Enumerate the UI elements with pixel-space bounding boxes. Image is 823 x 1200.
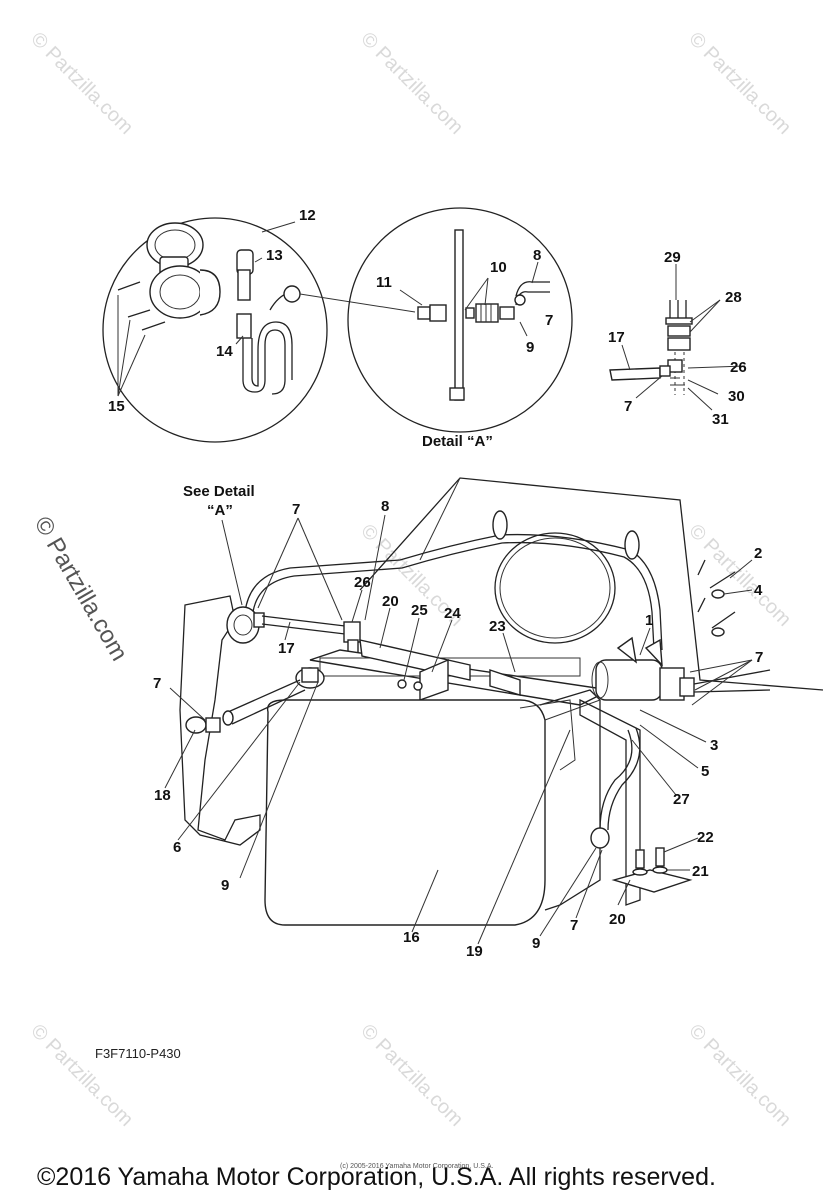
callout-13: 13 [266, 247, 283, 264]
callout-20-foot: 20 [609, 911, 626, 928]
callout-15: 15 [108, 398, 125, 415]
callout-6: 6 [173, 839, 181, 856]
callout-3: 3 [710, 737, 718, 754]
callout-17-main: 17 [278, 640, 295, 657]
callout-20-main: 20 [382, 593, 399, 610]
callout-12: 12 [299, 207, 316, 224]
callout-17-detail: 17 [608, 329, 625, 346]
see-detail-ref: “A” [207, 502, 233, 519]
copyright-footer: ©2016 Yamaha Motor Corporation, U.S.A. A… [37, 1163, 716, 1191]
callout-19: 19 [466, 943, 483, 960]
detail-a-circle [347, 207, 573, 433]
callout-27: 27 [673, 791, 690, 808]
callout-25: 25 [411, 602, 428, 619]
callout-24: 24 [444, 605, 461, 622]
main-assembly [164, 477, 823, 945]
callout-28: 28 [725, 289, 742, 306]
callout-21: 21 [692, 863, 709, 880]
callout-9-bottom: 9 [532, 935, 540, 952]
callout-14: 14 [216, 343, 233, 360]
callout-22: 22 [697, 829, 714, 846]
callout-9-detail: 9 [526, 339, 534, 356]
detail-a-caption: Detail “A” [422, 433, 493, 450]
callout-11: 11 [376, 274, 392, 291]
callout-7-main: 7 [292, 501, 300, 518]
callout-8-main: 8 [381, 498, 389, 515]
callout-30: 30 [728, 388, 745, 405]
callout-29: 29 [664, 249, 681, 266]
callout-7-detail: 7 [545, 312, 553, 329]
callout-5: 5 [701, 763, 709, 780]
callout-26-detail: 26 [730, 359, 747, 376]
callout-7-bottom: 7 [570, 917, 578, 934]
callout-31: 31 [712, 411, 729, 428]
callout-7-fitting: 7 [624, 398, 632, 415]
callout-23: 23 [489, 618, 506, 635]
callout-1: 1 [645, 612, 653, 629]
callout-7-thruhull: 7 [153, 675, 161, 692]
small-copyright: (c) 2005-2016 Yamaha Motor Corporation, … [340, 1163, 494, 1170]
detail-connector-line [299, 293, 416, 313]
callout-7-pump: 7 [755, 649, 763, 666]
filler-detail-circle [102, 217, 328, 443]
callout-4: 4 [754, 582, 763, 599]
diagram-reference-code: F3F7110-P430 [95, 1046, 181, 1061]
callout-16: 16 [403, 929, 420, 946]
callout-2: 2 [754, 545, 762, 562]
see-detail-label: See Detail [183, 483, 255, 500]
callout-10: 10 [490, 259, 507, 276]
callout-26-main: 26 [354, 574, 371, 591]
callout-18: 18 [154, 787, 171, 804]
tee-fitting-group [609, 264, 746, 411]
callout-8-detail: 8 [533, 247, 541, 264]
callout-9-main: 9 [221, 877, 229, 894]
